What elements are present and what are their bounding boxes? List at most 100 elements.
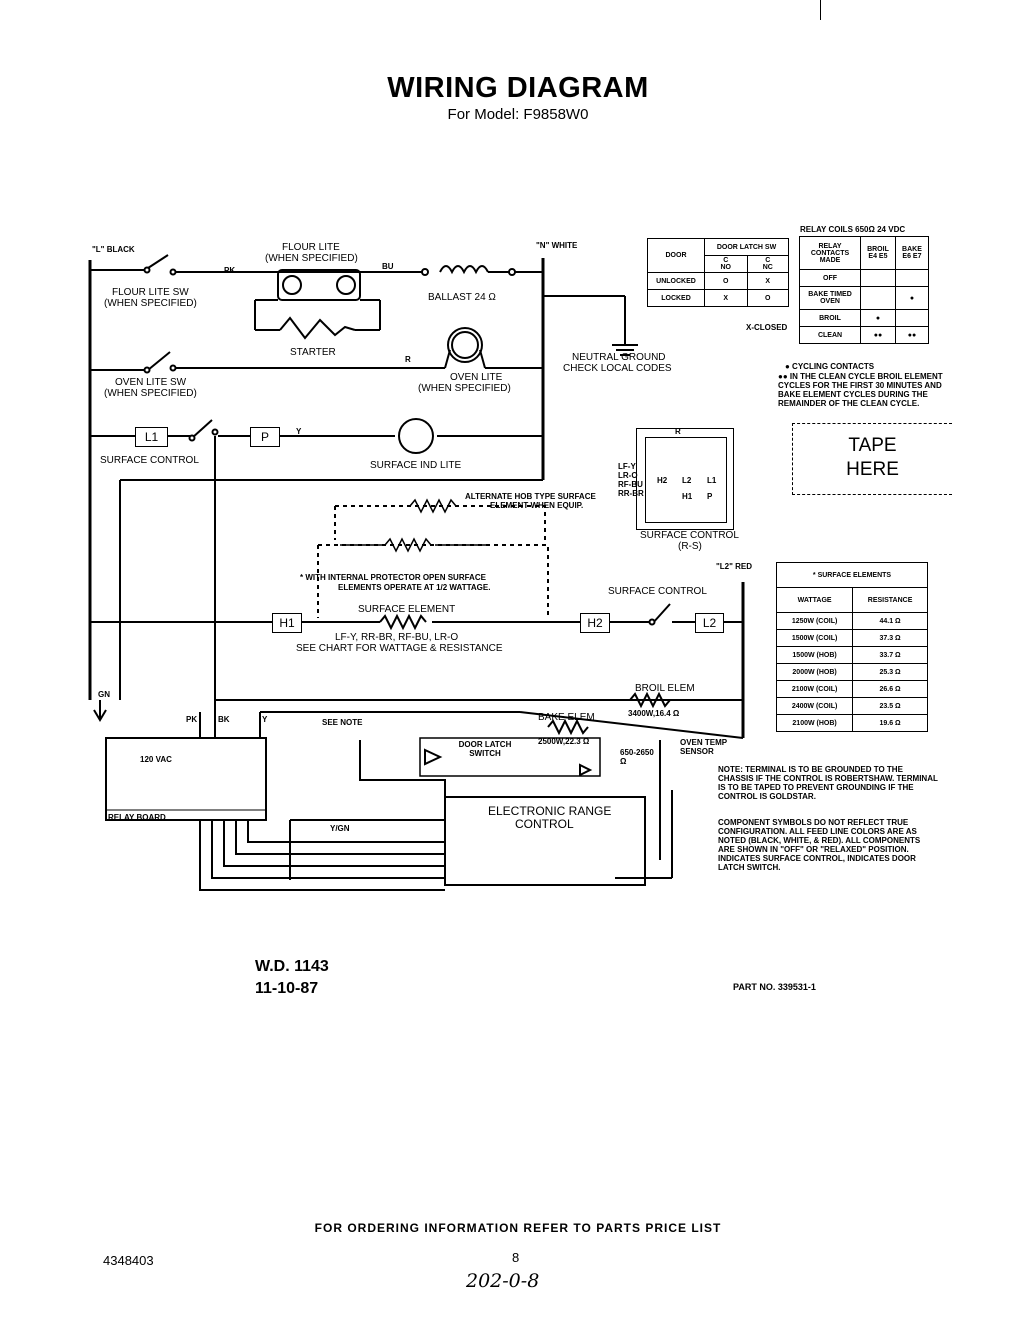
door-latch-col-no: C NO	[704, 255, 748, 273]
wire-y-top-label: Y	[296, 427, 302, 436]
wire-r-rs-label: R	[675, 427, 681, 436]
table-row: 1500W (HOB)33.7 Ω	[775, 646, 928, 664]
wire-ygn-label: Y/GN	[330, 824, 350, 833]
pin-h2: H2	[657, 476, 668, 485]
wire-bu-top-label: BU	[382, 262, 394, 271]
component-note: COMPONENT SYMBOLS DO NOT REFLECT TRUE CO…	[718, 818, 921, 872]
door-latch-cell: O	[746, 289, 789, 307]
relay-cell: ●●	[860, 326, 896, 344]
table-cell: 1250W (COIL)	[775, 612, 854, 630]
alternate-hob-label: ALTERNATE HOB TYPE SURFACE	[465, 492, 596, 501]
table-row: 1250W (COIL)44.1 Ω	[775, 612, 928, 630]
handwritten-note: 202-0-8	[466, 1270, 540, 1292]
relay-board-label: RELAY BOARD	[108, 813, 166, 822]
wire-pk-label: PK	[186, 715, 198, 724]
door-latch-row: LOCKED X O	[647, 289, 789, 307]
door-latch-cell: X	[704, 289, 748, 307]
door-latch-switch-label: DOOR LATCH SWITCH	[458, 740, 512, 758]
n-white-label: "N" WHITE	[536, 241, 578, 250]
relay-col-broil: BROIL E4 E5	[860, 236, 896, 270]
p-terminal-box: P	[250, 427, 280, 447]
relay-cell	[860, 269, 896, 287]
relay-cell	[860, 286, 896, 310]
h1-terminal-box: H1	[272, 613, 302, 633]
terminal-note: NOTE: TERMINAL IS TO BE GROUNDED TO THE …	[718, 765, 938, 801]
starter-label: STARTER	[290, 347, 336, 358]
table-cell: 2000W (HOB)	[775, 663, 854, 681]
table-cell: 26.6 Ω	[852, 680, 928, 698]
flour-lite-sw-label: FLOUR LITE SW	[112, 287, 189, 298]
relay-note-2: ●● IN THE CLEAN CYCLE BROIL ELEMENT CYCL…	[778, 372, 943, 408]
surface-elements-col-wattage: WATTAGE	[775, 587, 854, 613]
door-latch-cell: X	[746, 272, 789, 290]
surface-control-rs-label: SURFACE CONTROL	[640, 530, 739, 541]
footer-ordering-info: FOR ORDERING INFORMATION REFER TO PARTS …	[314, 1221, 722, 1235]
flour-lite-label: FLOUR LITE	[282, 242, 340, 253]
table-row: 2100W (HOB)19.6 Ω	[775, 714, 928, 732]
wire-br-label: R	[405, 355, 411, 364]
table-cell: 2100W (COIL)	[775, 680, 854, 698]
relay-cell	[894, 269, 930, 287]
pin-l1: L1	[707, 476, 717, 485]
wire-pk-top-label: PK	[224, 266, 236, 275]
surface-element-label: SURFACE ELEMENT	[358, 604, 456, 615]
surface-control-rs-sub: (R-S)	[678, 541, 702, 552]
vac-label: 120 VAC	[140, 755, 172, 764]
l2-red-label: "L2" RED	[716, 562, 753, 571]
door-latch-footnote: X-CLOSED	[746, 323, 788, 332]
wd-number: W.D. 1143	[255, 958, 329, 975]
wire-bk-label: BK	[218, 715, 230, 724]
table-cell: 2400W (COIL)	[775, 697, 854, 715]
bake-elem-label: BAKE ELEM	[538, 712, 595, 723]
relay-row: BAKE TIMED OVEN ●	[799, 286, 930, 310]
relay-cell: ●	[860, 309, 896, 327]
table-cell: 37.3 Ω	[852, 629, 928, 647]
relay-col-bake: BAKE E6 E7	[894, 236, 930, 270]
table-row: 2000W (HOB)25.3 Ω	[775, 663, 928, 681]
flour-lite-when-specified: (WHEN SPECIFIED)	[265, 253, 358, 264]
relay-col-contacts: RELAY CONTACTS MADE	[799, 236, 861, 270]
table-row: 2400W (COIL)23.5 Ω	[775, 697, 928, 715]
internal-protector-note-1: * WITH INTERNAL PROTECTOR OPEN SURFACE	[300, 573, 486, 582]
door-latch-cell: O	[704, 272, 748, 290]
table-row: 1500W (COIL)37.3 Ω	[775, 629, 928, 647]
relay-row: CLEAN ●● ●●	[799, 326, 930, 344]
broil-elem-label: BROIL ELEM	[635, 683, 695, 694]
oven-lite-when: (WHEN SPECIFIED)	[418, 383, 511, 394]
part-number: PART NO. 339531-1	[733, 982, 816, 992]
table-cell: 44.1 Ω	[852, 612, 928, 630]
h2-terminal-box: H2	[580, 613, 610, 633]
l1-terminal-box: L1	[135, 427, 168, 447]
surface-ind-lite-label: SURFACE IND LITE	[370, 460, 462, 471]
document-number: 4348403	[103, 1253, 154, 1268]
bake-spec-label: 2500W,22.3 Ω	[538, 737, 590, 746]
tape-here-area: TAPE HERE	[792, 423, 952, 495]
door-latch-row: UNLOCKED O X	[647, 272, 789, 290]
relay-cell: ●●	[894, 326, 930, 344]
page-subtitle: For Model: F9858W0	[447, 106, 589, 123]
check-local-codes-label: CHECK LOCAL CODES	[563, 363, 672, 374]
door-latch-col-switch: DOOR LATCH SW	[704, 238, 789, 256]
erc-label-1: ELECTRONIC RANGE	[488, 804, 612, 818]
page-title: WIRING DIAGRAM	[387, 72, 649, 104]
relay-cell: BAKE TIMED OVEN	[799, 286, 861, 310]
oven-lite-sw-label: OVEN LITE SW	[115, 377, 187, 388]
wire-y-label: Y	[262, 715, 268, 724]
oven-lite-label: OVEN LITE	[450, 372, 503, 383]
ballast-label: BALLAST 24 Ω	[428, 292, 496, 303]
element-when-equip-label: ELEMENT WHEN EQUIP.	[490, 501, 584, 510]
flour-lite-sw-when: (WHEN SPECIFIED)	[104, 298, 197, 309]
table-cell: 25.3 Ω	[852, 663, 928, 681]
broil-spec-label: 3400W,16.4 Ω	[628, 709, 680, 718]
surface-control-right-label: SURFACE CONTROL	[608, 586, 707, 597]
sensor-ohms-label: 650-2650 Ω	[620, 748, 654, 766]
internal-protector-note-2: ELEMENTS OPERATE AT 1/2 WATTAGE.	[338, 583, 491, 592]
relay-cell: ●	[894, 286, 930, 310]
surface-control-label: SURFACE CONTROL	[100, 455, 199, 466]
relay-row: OFF	[799, 269, 930, 287]
relay-cell: CLEAN	[799, 326, 861, 344]
oven-lite-sw-when: (WHEN SPECIFIED)	[104, 388, 197, 399]
table-row: 2100W (COIL)26.6 Ω	[775, 680, 928, 698]
